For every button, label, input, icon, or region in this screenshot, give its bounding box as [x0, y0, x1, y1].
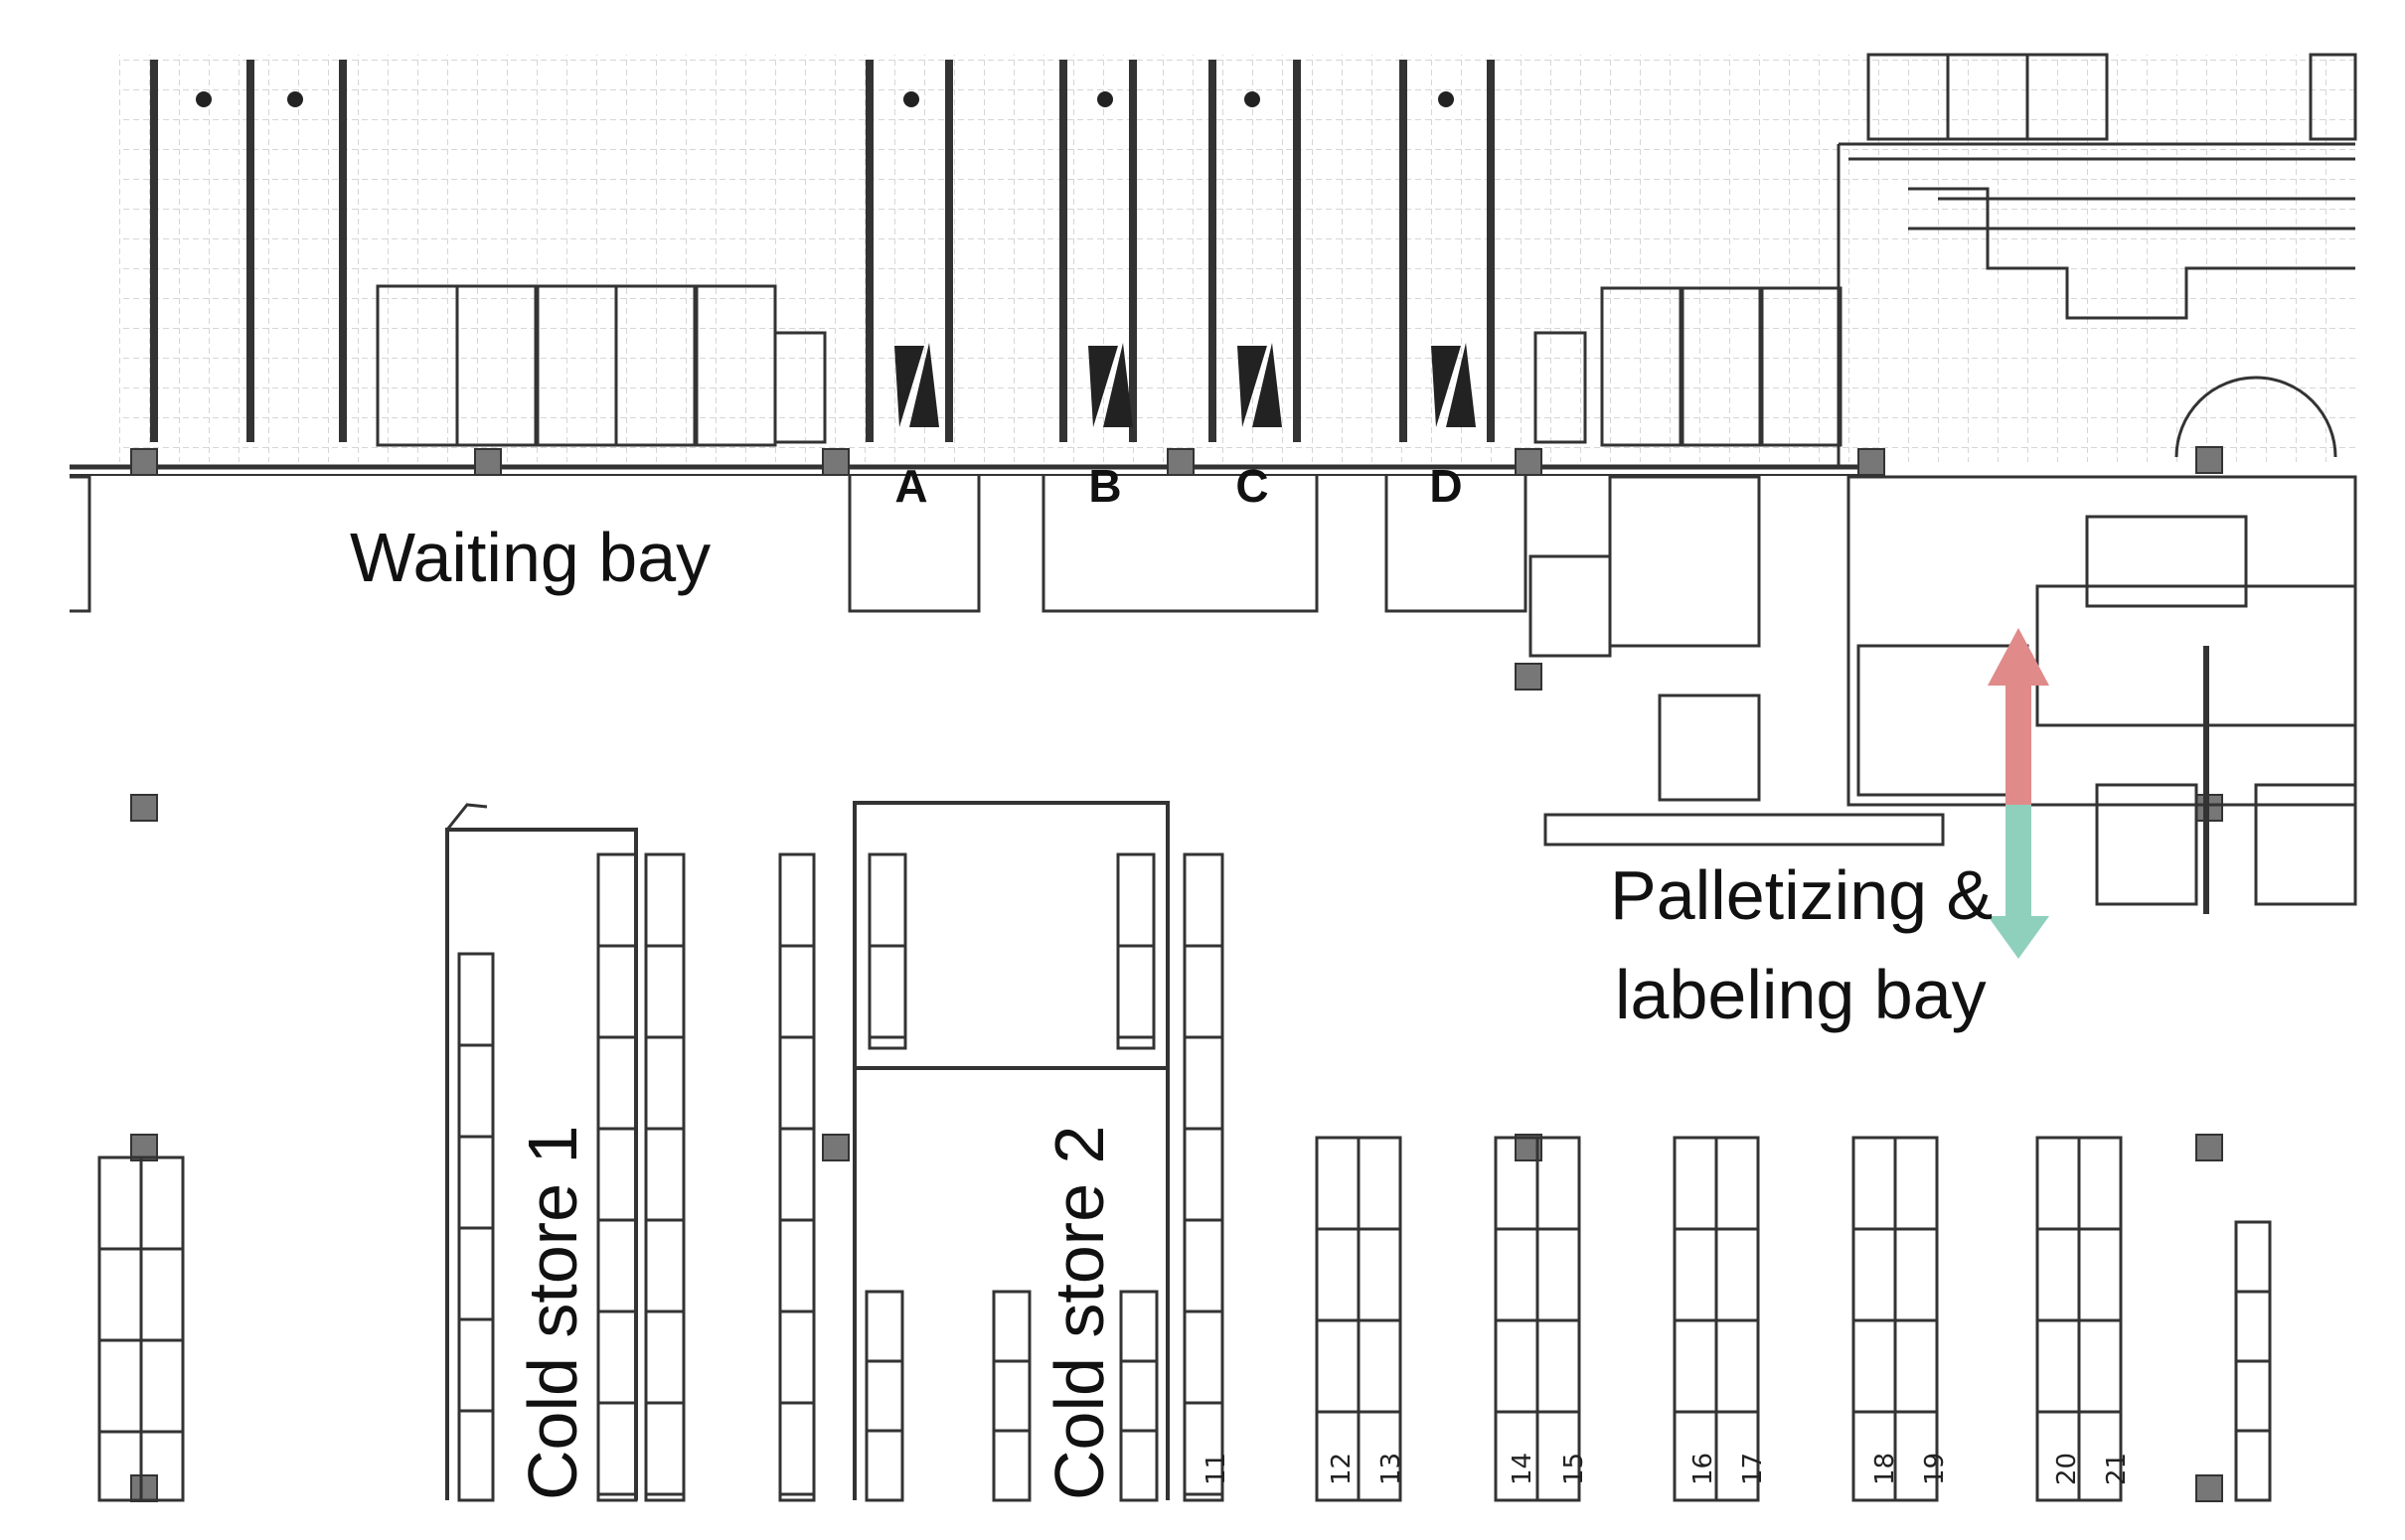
- rack-column: [1535, 1136, 1581, 1502]
- aisle-number: 16: [1688, 1453, 1718, 1485]
- rack-column: [1357, 1136, 1402, 1502]
- dock-door-d: D: [1429, 460, 1462, 512]
- rack-column: [1183, 852, 1224, 1502]
- cold-store-1-label: Cold store 1: [514, 1126, 591, 1500]
- rack-column: [1893, 1136, 1939, 1502]
- dock-leveler-markings: [196, 91, 1476, 427]
- arrow-down-head: [1988, 916, 2049, 959]
- rack-column: [139, 1155, 185, 1502]
- rack-column: [644, 852, 686, 1502]
- rack-column: [865, 1290, 904, 1502]
- rack-column: [596, 852, 638, 1502]
- dock-structure: [70, 60, 1858, 613]
- rack-column: [2077, 1136, 2123, 1502]
- rack-column: [1494, 1136, 1539, 1502]
- rack-column: [2035, 1136, 2081, 1502]
- aisle-number: 12: [1327, 1453, 1357, 1485]
- aisle-number: 15: [1559, 1453, 1589, 1485]
- palletizing-label-line2: labeling bay: [1615, 956, 1987, 1033]
- aisle-number: 19: [1920, 1453, 1950, 1485]
- flow-arrow: [1988, 628, 2049, 959]
- rack-column: [1673, 1136, 1718, 1502]
- arrow-up-shaft: [2005, 676, 2031, 805]
- rack-column: [1119, 1290, 1159, 1502]
- dock-door-c: C: [1235, 460, 1268, 512]
- aisle-number: 21: [2102, 1453, 2132, 1485]
- aisle-number: 18: [1870, 1453, 1900, 1485]
- rack-column: [868, 852, 907, 1050]
- aisle-number: 13: [1376, 1453, 1406, 1485]
- rack-column: [1714, 1136, 1760, 1502]
- cold-store-enclosures: [445, 801, 1170, 1500]
- rack-column: [992, 1290, 1032, 1502]
- aisle-numbers: 11 12 13 14 15 16 17 18 19 20 21: [1202, 1453, 2132, 1485]
- rack-column: [97, 1155, 143, 1502]
- aisle-number: 20: [2052, 1453, 2082, 1485]
- arrow-up-head: [1988, 628, 2049, 686]
- dock-door-a: A: [894, 460, 927, 512]
- cold-store-2-label: Cold store 2: [1041, 1126, 1118, 1500]
- dock-apron-grid: [119, 55, 2355, 462]
- rack-column: [2234, 1220, 2272, 1502]
- arrow-down-shaft: [2005, 805, 2031, 924]
- palletizing-label-line1: Palletizing &: [1610, 856, 1993, 934]
- dock-door-b: B: [1088, 460, 1121, 512]
- rack-column: [1116, 852, 1156, 1050]
- aisle-number: 14: [1508, 1453, 1537, 1485]
- aisle-number: 11: [1202, 1453, 1231, 1485]
- waiting-bay-label: Waiting bay: [350, 519, 711, 596]
- rack-column: [778, 852, 816, 1502]
- storage-racks: [97, 852, 2272, 1502]
- rack-column: [457, 952, 495, 1502]
- rack-column: [1851, 1136, 1897, 1502]
- rack-column: [1315, 1136, 1361, 1502]
- aisle-number: 17: [1738, 1453, 1768, 1485]
